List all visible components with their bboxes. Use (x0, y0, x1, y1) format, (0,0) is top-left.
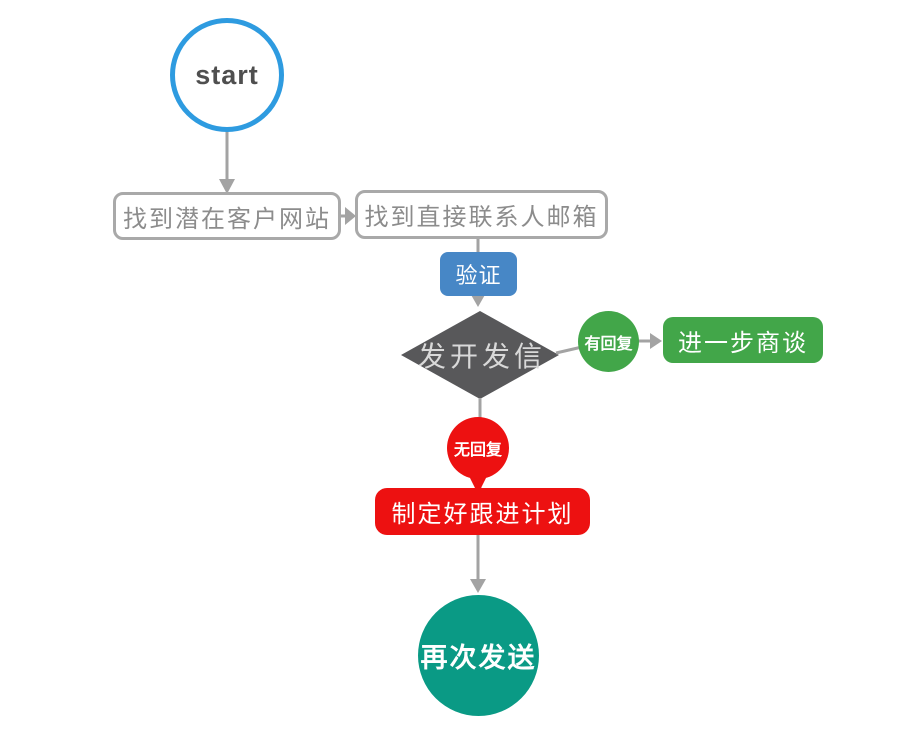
arrowhead-follow-plan-to-resend (470, 579, 486, 593)
decision-diamond-shape (401, 311, 559, 399)
arrowhead-has-reply-to-negotiate (650, 333, 662, 349)
node-negotiate: 进一步商谈 (663, 317, 823, 363)
arrowhead-find-site-to-find-email (345, 207, 356, 225)
edge-label-has-reply: 有回复 (578, 311, 639, 372)
edge-label-no-reply: 无回复 (447, 417, 509, 479)
edge-label-verify: 验证 (440, 252, 517, 296)
arrowhead-find-email-to-send-letter (470, 293, 486, 307)
node-resend: 再次发送 (418, 595, 539, 716)
arrowhead-start-to-find-site (219, 179, 235, 194)
node-start: start (170, 18, 284, 132)
node-find-email: 找到直接联系人邮箱 (355, 190, 608, 239)
node-find-site: 找到潜在客户网站 (113, 192, 341, 240)
node-send-letter: 发开发信 (417, 341, 546, 372)
node-follow-plan: 制定好跟进计划 (375, 488, 590, 535)
